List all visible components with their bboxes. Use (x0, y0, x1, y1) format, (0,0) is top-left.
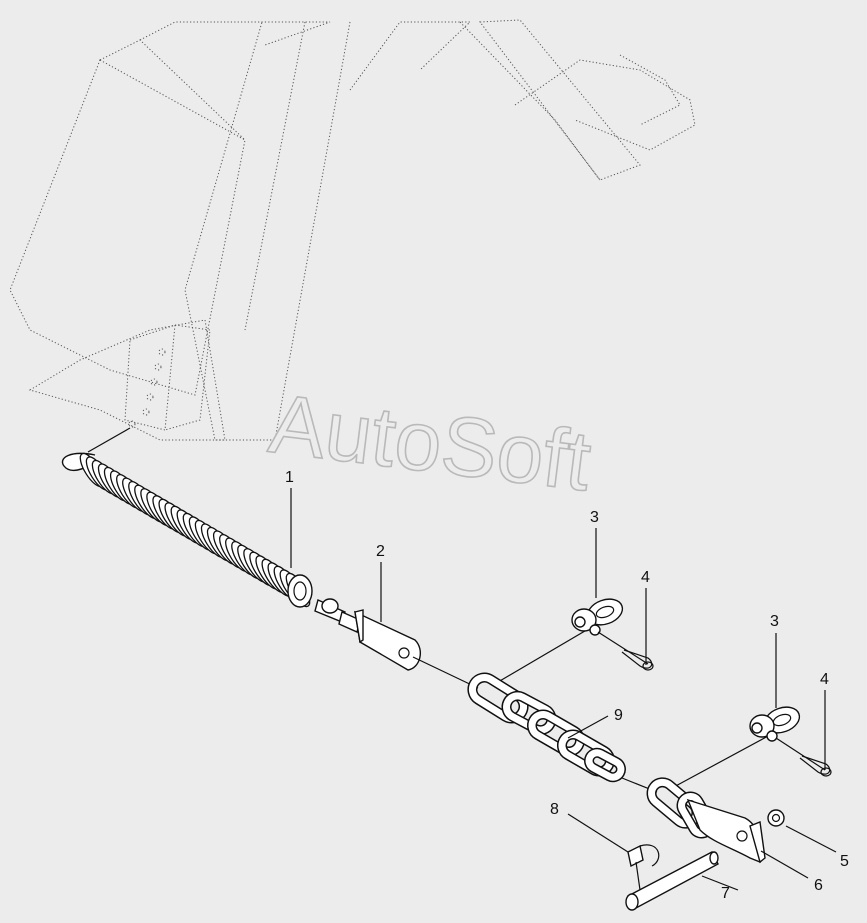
callout-9: 9 (614, 707, 623, 724)
shackle-lower (749, 706, 801, 742)
callout-3-upper: 3 (590, 509, 599, 526)
connection-line (412, 656, 479, 689)
callout-8: 8 (550, 801, 559, 818)
callout-2: 2 (376, 543, 385, 560)
callout-4-lower: 4 (820, 671, 829, 688)
washer (767, 809, 785, 827)
adjuster-bracket (314, 598, 422, 671)
callout-1: 1 (285, 469, 294, 486)
hairpin-clip-upper (597, 631, 654, 671)
callout-5: 5 (840, 853, 849, 870)
connection-line (492, 627, 591, 686)
callout-3-lower: 3 (770, 613, 779, 630)
callout-4-upper: 4 (641, 569, 650, 586)
chain (467, 672, 716, 839)
leader-lines (290, 488, 837, 891)
machine-frame-outline (9, 19, 696, 441)
connection-line (671, 734, 771, 789)
tension-spring (61, 427, 313, 608)
hairpin-clip-lower (775, 737, 832, 777)
callout-6: 6 (814, 877, 823, 894)
callout-7: 7 (721, 885, 730, 902)
lynch-pin (627, 844, 660, 891)
watermark-text: AutoSoft (265, 376, 596, 509)
clevis-pin (625, 851, 719, 911)
chain-end-bracket (686, 798, 766, 864)
shackle-upper (571, 598, 624, 636)
